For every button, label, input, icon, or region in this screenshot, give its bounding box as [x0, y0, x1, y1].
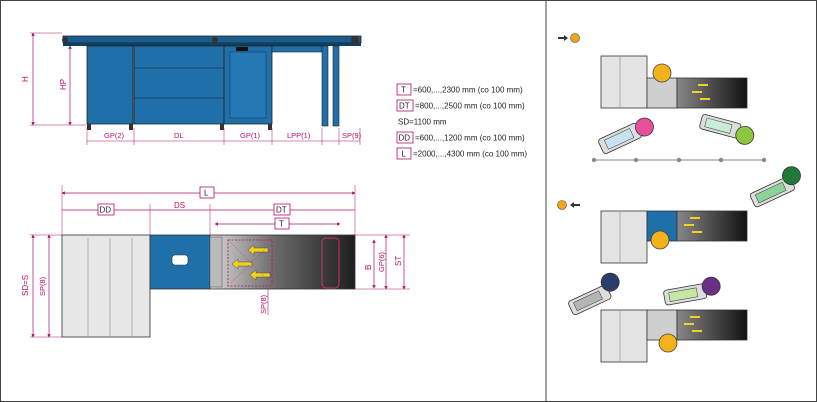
side-top-plate — [62, 35, 362, 44]
side-section-left — [86, 45, 134, 125]
station-pink — [598, 117, 654, 154]
top-l-box: L — [204, 189, 209, 198]
top-b-label: B — [364, 265, 373, 270]
spec-t-text: =600,...,2300 mm (co 100 mm) — [413, 86, 523, 95]
spec-dd-text: =600,...,1200 mm (co 100 mm) — [415, 134, 525, 143]
top-st-label: ST — [394, 256, 403, 266]
flow-arrows — [231, 244, 271, 281]
top-sp-left: SP(8) — [38, 276, 47, 296]
height-label: H — [21, 76, 30, 82]
side-view: H HP GP(2) DL GP(1) LPP(1) SP(9) — [21, 32, 362, 145]
top-view: L DD DS DT T — [21, 185, 410, 338]
person-left-arrow-icon — [557, 200, 580, 210]
dim-lpp1: LPP(1) — [287, 131, 311, 140]
top-t-box: T — [279, 220, 284, 229]
spec-l-text: =2000,...,4300 mm (co 100 mm) — [413, 150, 527, 159]
top-sd-s-label: SD=S — [21, 275, 30, 296]
station-green — [699, 114, 755, 145]
spec-dd-code: DD — [399, 134, 411, 143]
top-belt — [209, 234, 356, 290]
station-purple — [663, 276, 721, 306]
dim-gp1: GP(1) — [240, 131, 261, 140]
operator-1 — [652, 63, 672, 83]
top-end-zone — [321, 237, 340, 289]
station-dark-green — [749, 166, 801, 208]
spec-t-code: T — [401, 86, 406, 95]
dim-sp9: SP(9) — [342, 131, 362, 140]
operator-2 — [650, 230, 670, 250]
top-scan-zone — [227, 239, 273, 287]
spec-dt-code: DT — [399, 102, 410, 111]
side-section-middle — [133, 45, 225, 125]
side-leg-2 — [332, 45, 340, 127]
hp-label: HP — [59, 79, 68, 90]
spec-l-code: L — [402, 150, 407, 159]
variant1-belt — [676, 77, 748, 109]
top-sp-bottom: SP(8) — [259, 294, 268, 314]
dim-dl: DL — [174, 131, 184, 140]
dim-gp2: GP(2) — [104, 131, 125, 140]
spec-list: T =600,...,2300 mm (co 100 mm) DT =800,.… — [396, 83, 527, 160]
operator-3 — [658, 333, 678, 353]
top-dt-box: DT — [276, 206, 287, 215]
top-ds-label: DS — [174, 201, 185, 210]
top-entry-table — [61, 234, 151, 338]
layout-variants — [557, 33, 801, 363]
spec-sd-text: SD=1100 mm — [398, 118, 447, 127]
person-right-arrow-icon — [558, 33, 580, 43]
side-top-plate-edge — [63, 43, 361, 46]
top-gp-right: GP(6) — [377, 251, 386, 272]
station-navy — [568, 272, 620, 316]
spec-dt-text: =800,...,2500 mm (co 100 mm) — [415, 102, 525, 111]
side-leg-1 — [321, 45, 329, 127]
top-dd-box: DD — [100, 206, 112, 215]
